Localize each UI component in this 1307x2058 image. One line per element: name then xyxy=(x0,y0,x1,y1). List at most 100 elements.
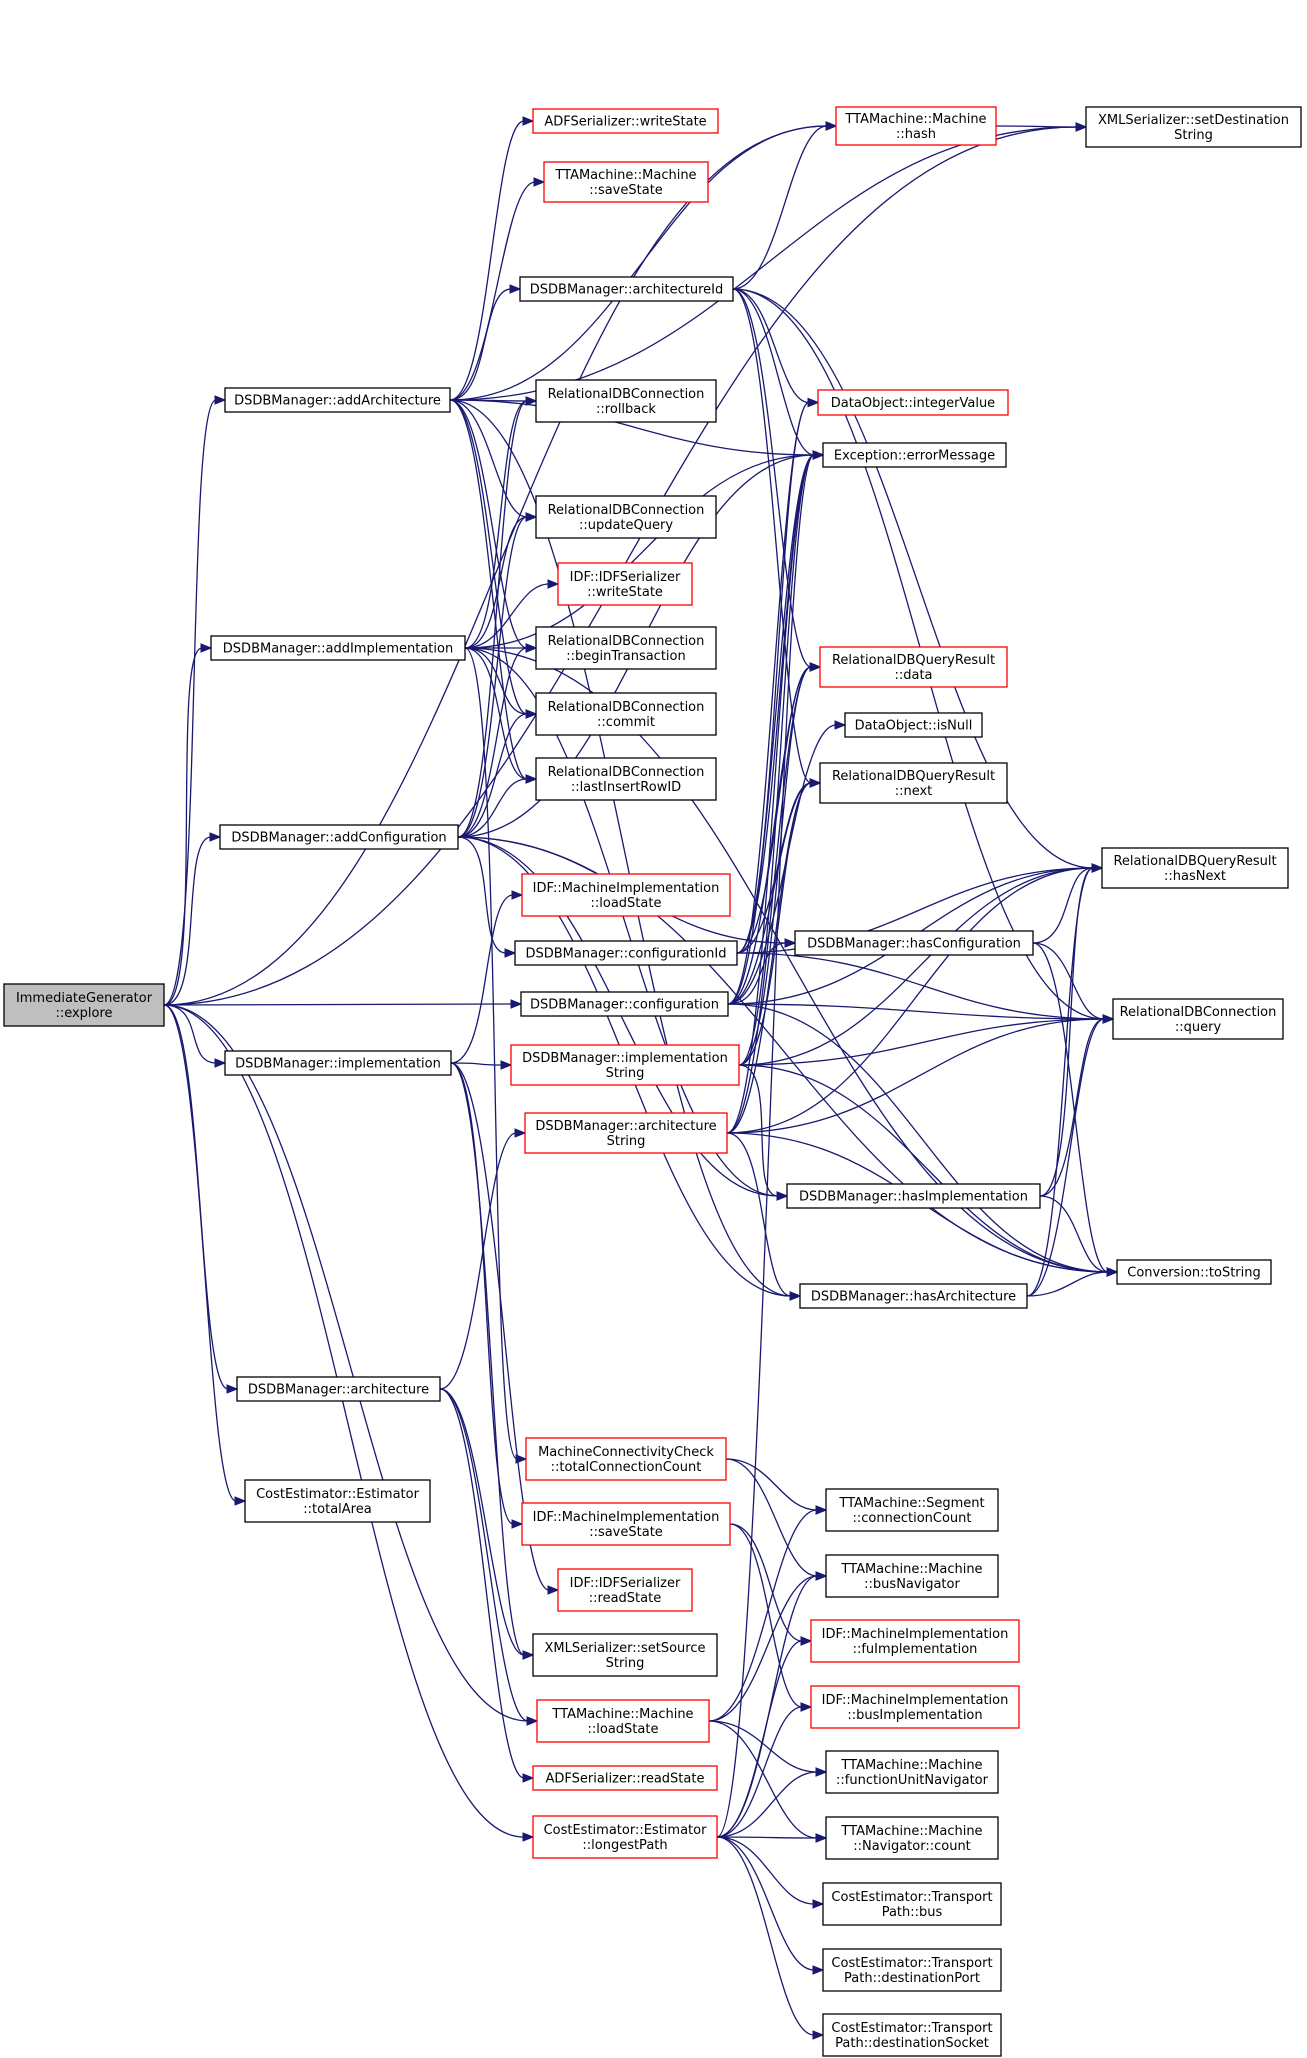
node-box-miLoad xyxy=(521,873,731,917)
node-fuNav[interactable]: TTAMachine::Machine::functionUnitNavigat… xyxy=(825,1750,999,1794)
edge-explore-to-addArchitecture xyxy=(163,399,217,1006)
node-mcc[interactable]: MachineConnectivityCheck::totalConnectio… xyxy=(525,1437,727,1481)
node-box-navCount xyxy=(825,1816,999,1860)
node-label-xmlSrc-1: String xyxy=(606,1656,645,1671)
node-label-implementation-0: DSDBManager::implementation xyxy=(235,1057,441,1072)
node-archId[interactable]: DSDBManager::architectureId xyxy=(519,276,734,302)
node-addArchitecture[interactable]: DSDBManager::addArchitecture xyxy=(224,387,451,413)
node-label-segConn-1: ::connectionCount xyxy=(853,1511,972,1526)
arrowhead-archString-to-qrData xyxy=(809,662,822,672)
node-machSave[interactable]: TTAMachine::Machine::saveState xyxy=(543,161,709,203)
edge-explore-to-implementation xyxy=(163,1004,217,1064)
node-label-commit-1: ::commit xyxy=(597,715,655,730)
node-errMsg[interactable]: Exception::errorMessage xyxy=(822,442,1007,468)
node-rollback[interactable]: RelationalDBConnection::rollback xyxy=(535,379,717,423)
node-box-configId xyxy=(514,940,738,966)
node-busNav[interactable]: TTAMachine::Machine::busNavigator xyxy=(825,1554,999,1598)
node-machLoad[interactable]: TTAMachine::Machine::loadState xyxy=(536,1699,710,1743)
edge-implString-to-hasImpl xyxy=(738,1064,779,1197)
node-box-xmlDest xyxy=(1085,106,1302,148)
node-label-implString-1: String xyxy=(606,1066,645,1081)
node-label-tpBus-0: CostEstimator::Transport xyxy=(831,1890,992,1905)
node-segConn[interactable]: TTAMachine::Segment::connectionCount xyxy=(825,1488,999,1532)
node-query[interactable]: RelationalDBConnection::query xyxy=(1112,998,1284,1040)
node-tpDestPort[interactable]: CostEstimator::TransportPath::destinatio… xyxy=(822,1948,1002,1992)
edge-architecture-to-archString xyxy=(439,1132,517,1390)
node-box-addImplementation xyxy=(210,635,466,661)
node-qrData[interactable]: RelationalDBQueryResult::data xyxy=(819,646,1008,688)
node-configId[interactable]: DSDBManager::configurationId xyxy=(514,940,738,966)
edge-archString-to-hasArch xyxy=(726,1132,792,1297)
node-box-adfRead xyxy=(532,1765,718,1791)
node-box-intValue xyxy=(817,389,1009,416)
node-explore[interactable]: ImmediateGenerator::explore xyxy=(3,983,165,1027)
node-beginTx[interactable]: RelationalDBConnection::beginTransaction xyxy=(535,626,717,670)
node-navCount[interactable]: TTAMachine::Machine::Navigator::count xyxy=(825,1816,999,1860)
node-intValue[interactable]: DataObject::integerValue xyxy=(817,389,1009,416)
node-totalArea[interactable]: CostEstimator::Estimator::totalArea xyxy=(244,1479,431,1523)
node-isNull[interactable]: DataObject::isNull xyxy=(844,712,983,738)
edge-longestPath-to-tpDestPort xyxy=(716,1836,815,1971)
node-adfRead[interactable]: ADFSerializer::readState xyxy=(532,1765,718,1791)
edge-hasImpl-to-query xyxy=(1039,1018,1105,1197)
node-box-machSave xyxy=(543,161,709,203)
node-idfRead[interactable]: IDF::IDFSerializer::readState xyxy=(557,1568,693,1612)
node-adfWrite[interactable]: ADFSerializer::writeState xyxy=(532,108,719,134)
arrowhead-implementation-to-miSave xyxy=(511,1519,524,1529)
edge-addImplementation-to-hasImpl xyxy=(464,647,779,1197)
node-label-navCount-0: TTAMachine::Machine xyxy=(840,1824,982,1839)
node-implementation[interactable]: DSDBManager::implementation xyxy=(224,1050,452,1076)
node-label-miLoad-1: ::loadState xyxy=(591,896,662,911)
node-miLoad[interactable]: IDF::MachineImplementation::loadState xyxy=(521,873,731,917)
node-label-idfRead-0: IDF::IDFSerializer xyxy=(570,1576,681,1591)
node-lastInsert[interactable]: RelationalDBConnection::lastInsertRowID xyxy=(535,757,717,801)
node-fuImpl[interactable]: IDF::MachineImplementation::fuImplementa… xyxy=(810,1619,1020,1663)
node-label-fuImpl-1: ::fuImplementation xyxy=(853,1642,978,1657)
node-hasImpl[interactable]: DSDBManager::hasImplementation xyxy=(786,1183,1041,1209)
node-addImplementation[interactable]: DSDBManager::addImplementation xyxy=(210,635,466,661)
arrowhead-archId-to-machHash xyxy=(825,121,838,131)
node-commit[interactable]: RelationalDBConnection::commit xyxy=(535,692,717,736)
node-box-updateQuery xyxy=(535,495,717,539)
edge-hasArch-to-query xyxy=(1026,1018,1105,1297)
node-label-lastInsert-1: ::lastInsertRowID xyxy=(571,780,681,795)
arrowhead-archString-to-hasArch xyxy=(789,1291,802,1301)
node-machHash[interactable]: TTAMachine::Machine::hash xyxy=(835,106,997,146)
node-label-qrNext-1: ::next xyxy=(895,784,933,799)
node-toString[interactable]: Conversion::toString xyxy=(1116,1259,1272,1285)
edge-archString-to-qrData xyxy=(726,666,812,1134)
node-label-miSave-1: ::saveState xyxy=(589,1525,663,1540)
node-hasNext[interactable]: RelationalDBQueryResult::hasNext xyxy=(1101,847,1289,889)
edge-addArchitecture-to-beginTx xyxy=(449,399,528,649)
node-qrNext[interactable]: RelationalDBQueryResult::next xyxy=(819,762,1008,804)
node-busImpl[interactable]: IDF::MachineImplementation::busImplement… xyxy=(810,1685,1020,1729)
node-label-totalArea-0: CostEstimator::Estimator xyxy=(256,1487,420,1502)
node-tpDestSock[interactable]: CostEstimator::TransportPath::destinatio… xyxy=(822,2013,1002,2057)
node-updateQuery[interactable]: RelationalDBConnection::updateQuery xyxy=(535,495,717,539)
node-configuration[interactable]: DSDBManager::configuration xyxy=(520,991,729,1017)
node-longestPath[interactable]: CostEstimator::Estimator::longestPath xyxy=(532,1815,718,1859)
node-idfWrite[interactable]: IDF::IDFSerializer::writeState xyxy=(557,562,693,606)
node-label-addImplementation-0: DSDBManager::addImplementation xyxy=(223,642,453,657)
node-hasConfig[interactable]: DSDBManager::hasConfiguration xyxy=(794,930,1034,956)
node-architecture[interactable]: DSDBManager::architecture xyxy=(236,1376,441,1402)
arrowhead-hasArch-to-hasNext xyxy=(1091,863,1104,873)
node-hasArch[interactable]: DSDBManager::hasArchitecture xyxy=(799,1283,1028,1309)
node-addConfiguration[interactable]: DSDBManager::addConfiguration xyxy=(219,824,459,850)
node-miSave[interactable]: IDF::MachineImplementation::saveState xyxy=(521,1502,731,1546)
edge-architecture-to-xmlSrc xyxy=(439,1388,525,1656)
node-label-idfWrite-1: ::writeState xyxy=(587,585,663,600)
arrowhead-longestPath-to-navCount xyxy=(815,1833,828,1843)
edge-archString-to-errMsg xyxy=(726,454,815,1134)
arrowhead-configuration-to-isNull xyxy=(834,720,847,730)
edge-hasConfig-to-toString xyxy=(1032,942,1109,1273)
node-label-xmlDest-1: String xyxy=(1174,128,1213,143)
node-box-longestPath xyxy=(532,1815,718,1859)
edge-configuration-to-intValue xyxy=(727,401,810,1005)
edge-longestPath-to-tpBus xyxy=(716,1836,815,1905)
